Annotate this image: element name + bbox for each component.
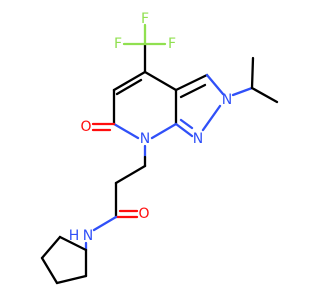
bond-cp-1-2: [58, 235, 88, 252]
atom-h-amide: H: [69, 228, 80, 244]
atom-n-amide: N: [83, 228, 93, 244]
pyridinone-ring-bonds: [91, 70, 178, 140]
bond-n1-c7a: [174, 122, 194, 138]
atom-o-carbonyl-ring: O: [80, 119, 91, 135]
bond-c4-c5: [112, 70, 147, 92]
bond-cipr-me1: [250, 56, 255, 90]
bond-c4-c5-inner: [115, 78, 143, 96]
propanamide-bonds: [84, 144, 147, 252]
atom-n2-ring: N: [222, 92, 232, 108]
structure-canvas: F F F O N N N O N H: [40, 11, 279, 285]
molecule-diagram: F F F O N N N O N H: [40, 11, 279, 285]
bond-n7-c7a: [150, 122, 178, 140]
atom-f-left: F: [114, 36, 122, 52]
atom-n1-ring: N: [193, 131, 203, 147]
bond-n2-cipr: [231, 86, 254, 97]
isopropyl-bonds: [231, 56, 279, 104]
atom-f-right: F: [168, 36, 176, 52]
bond-cp-4-5: [55, 274, 88, 285]
bond-c3-n2: [205, 73, 225, 96]
bond-cipr-me2: [250, 86, 279, 104]
pyrazole-ring-bonds: [174, 73, 225, 138]
bond-cp-2-3: [40, 235, 62, 260]
bond-camide-namide: [92, 215, 118, 232]
atom-o-amide: O: [138, 206, 149, 222]
bond-c3a-c3-inner: [179, 83, 207, 99]
atom-n7-ring: N: [140, 131, 150, 147]
bond-n1-c7a-inner: [179, 118, 194, 130]
bond-c3a-c3: [174, 73, 209, 92]
cyclopentane-bonds: [40, 235, 88, 285]
atom-labels: F F F O N N N O N H: [69, 11, 233, 244]
atom-f-top: F: [141, 11, 149, 27]
bond-cp-3-4: [40, 256, 59, 285]
bond-ch2a-ch2b: [114, 164, 147, 185]
bond-c6-n7: [112, 122, 140, 140]
bond-c3a-c4: [143, 70, 178, 92]
bond-n2-n1: [201, 104, 222, 132]
cf3-bonds: [122, 23, 167, 74]
